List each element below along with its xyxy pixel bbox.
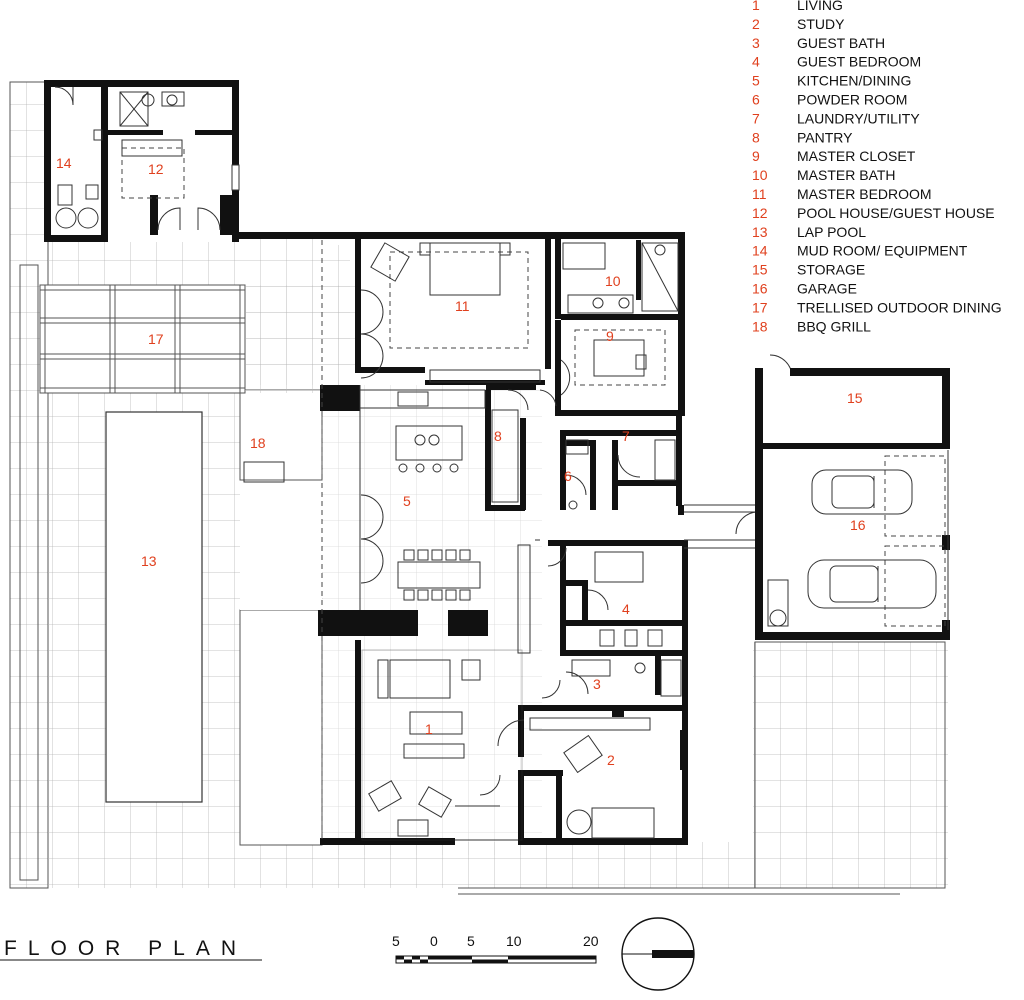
room-label-bbq: 18 [250,435,266,451]
scale-label: 10 [506,933,522,949]
pool-house [44,80,240,242]
plan-title: FLOOR PLAN [4,937,247,960]
room-label-living: 1 [425,721,433,737]
room-label-master-bath: 10 [605,273,621,289]
legend-room-name: POWDER ROOM [797,92,907,108]
legend-number: 11 [752,186,767,202]
furniture [243,242,682,841]
legend-number: 13 [752,224,768,240]
scale-label: 0 [430,933,438,949]
legend-number: 16 [752,281,768,297]
legend-number: 1 [752,0,760,13]
room-label-garage: 16 [850,517,866,533]
room-numbers: 1 2 3 4 5 6 7 8 9 10 11 12 13 14 15 16 1… [56,155,866,768]
legend-room-name: LAUNDRY/UTILITY [797,110,920,126]
lap-pool [105,411,203,803]
legend-room-name: PANTRY [797,129,853,145]
legend-number: 2 [752,16,760,32]
room-label-mud-room: 14 [56,155,72,171]
legend-number: 8 [752,129,760,145]
room-label-guest-bath: 3 [593,676,601,692]
legend-room-name: TRELLISED OUTDOOR DINING [797,299,1002,315]
legend-room-name: MASTER BEDROOM [797,186,932,202]
legend-number: 9 [752,148,760,164]
legend-room-name: LAP POOL [797,224,866,240]
main-house-walls [232,232,758,845]
room-label-laundry: 7 [622,428,630,444]
room-label-pantry: 8 [494,428,502,444]
north-arrow-icon [621,917,695,991]
legend-number: 17 [752,299,768,315]
room-label-study: 2 [607,752,615,768]
legend-room-name: STORAGE [797,262,865,278]
scale-label: 5 [392,933,400,949]
car-top-icon [807,559,937,609]
legend-room-name: GUEST BATH [797,35,885,51]
legend-number: 10 [752,167,768,183]
legend-room-name: BBQ GRILL [797,318,871,334]
scale-label: 5 [467,933,475,949]
room-label-lap-pool: 13 [141,553,157,569]
trellis [39,284,355,394]
legend-room-name: POOL HOUSE/GUEST HOUSE [797,205,995,221]
legend-room-name: GARAGE [797,281,857,297]
legend-room-name: GUEST BEDROOM [797,54,921,70]
legend-room-name: STUDY [797,16,845,32]
garage-block [755,368,950,640]
room-label-guest-bedroom: 4 [622,601,630,617]
legend-room-name: MUD ROOM/ EQUIPMENT [797,243,968,259]
car-top-icon [811,469,913,515]
room-legend: 1 LIVING 2 STUDY 3 GUEST BATH 4 GUEST BEDROOM 5 K… [752,0,1002,334]
room-label-kitchen-dining: 5 [403,493,411,509]
legend-room-name: MASTER BATH [797,167,896,183]
legend-room-name: LIVING [797,0,843,13]
room-label-pool-house: 12 [148,161,164,177]
door-swings [360,289,793,796]
legend-room-name: MASTER CLOSET [797,148,916,164]
legend-number: 15 [752,262,768,278]
room-label-master-closet: 9 [606,328,614,344]
scale-label: 20 [583,933,599,949]
legend-number: 4 [752,54,760,70]
legend-number: 6 [752,92,760,108]
legend-number: 7 [752,110,760,126]
legend-number: 12 [752,205,768,221]
legend-number: 5 [752,73,760,89]
room-label-powder-room: 6 [564,468,572,484]
legend-number: 18 [752,318,768,334]
legend-room-name: KITCHEN/DINING [797,73,911,89]
legend-number: 14 [752,243,768,259]
legend-number: 3 [752,35,760,51]
room-label-master-bedroom: 11 [455,298,470,314]
scale-bar: 5 0 5 10 20 [392,933,599,964]
room-label-trellis: 17 [148,331,164,347]
room-label-storage: 15 [847,390,863,406]
